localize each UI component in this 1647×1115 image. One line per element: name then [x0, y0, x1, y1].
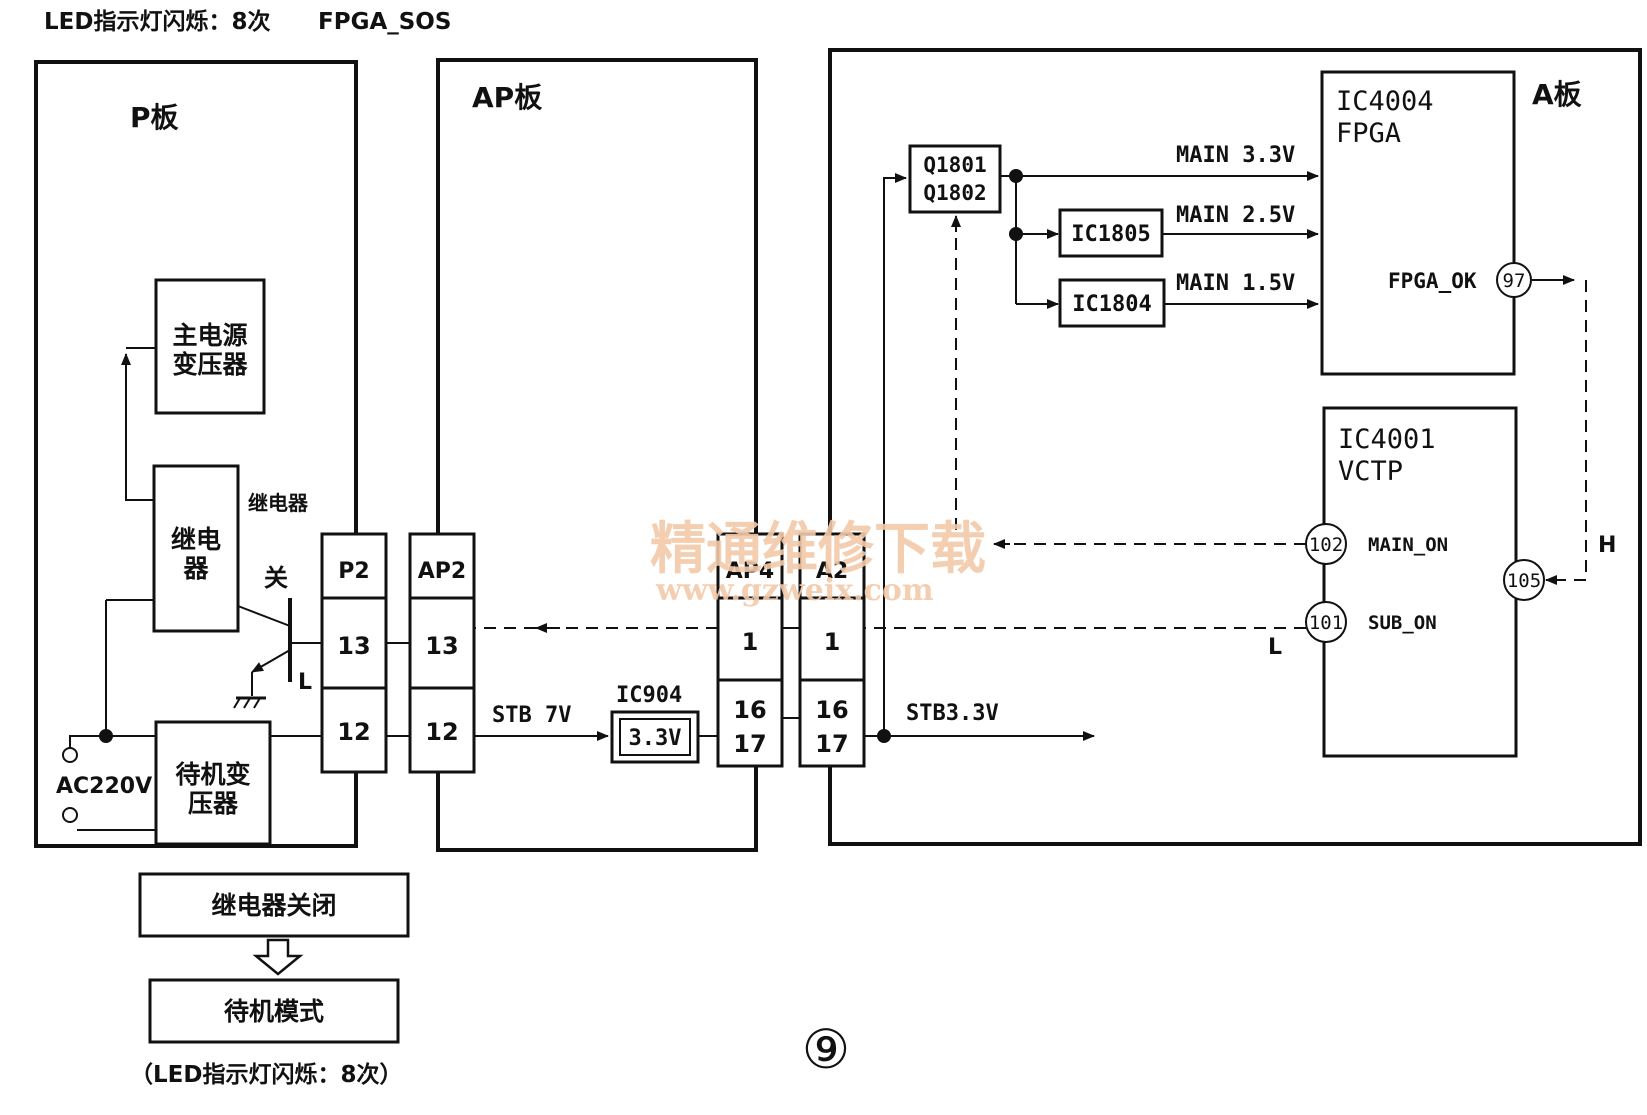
- main25-label: MAIN 2.5V: [1176, 203, 1295, 228]
- pin-105-circle: [1503, 559, 1545, 601]
- ic904-value: 3.3V: [629, 726, 682, 751]
- header-fpga-sos: FPGA_SOS: [318, 9, 451, 35]
- standby-transformer-label-1: 待机变: [175, 760, 250, 789]
- flow-step-standby-box: [148, 978, 400, 1044]
- ic1804-box: [1058, 278, 1166, 328]
- ap2-pin-12: 12: [425, 718, 458, 746]
- main-on-dashed-path: [951, 215, 1306, 549]
- watermark-url: www.gzweix.com: [655, 573, 934, 608]
- a2-pin-17: 17: [815, 730, 848, 758]
- p2-pin-12: 12: [337, 718, 370, 746]
- pin-105-label: 105: [1507, 570, 1541, 592]
- ic904-label: IC904: [616, 683, 682, 708]
- ac-line-top: [69, 735, 156, 748]
- ac-junction-dot: [99, 729, 113, 743]
- ic1805-box: [1058, 208, 1164, 258]
- main-transformer-label-1: 主电源: [172, 321, 247, 350]
- ac-terminal-top: [62, 747, 78, 763]
- ic4001-vctp-box: [1322, 406, 1518, 758]
- flow-step-relay-off: 继电器关闭: [211, 891, 336, 920]
- ap4-connector: [716, 532, 784, 768]
- transistor-collector: [237, 605, 291, 627]
- p-board-label: P板: [130, 101, 179, 134]
- q1801-label: Q1801: [923, 153, 986, 177]
- a2-name: A2: [816, 559, 848, 584]
- fpga-ok-label: FPGA_OK: [1388, 269, 1477, 293]
- relay-box: [152, 464, 240, 633]
- main-transformer-label-2: 变压器: [172, 350, 248, 379]
- ap-board-frame: [436, 58, 758, 852]
- p2-connector: [320, 532, 388, 774]
- watermark-chinese: 精通维修下载: [650, 516, 986, 582]
- ic1805-label: IC1805: [1071, 222, 1150, 247]
- ic4001-label: IC4001: [1338, 424, 1436, 455]
- fpga-ok-dashed-loop: [1532, 275, 1587, 585]
- stb33-to-q1801-wire: [883, 173, 907, 736]
- standby-transformer-label-2: 压器: [188, 789, 239, 818]
- ic904-outer: [610, 710, 700, 764]
- ap2-name: AP2: [418, 559, 466, 584]
- pin-97-label: 97: [1503, 270, 1526, 292]
- relay-box-label-2: 器: [182, 554, 209, 583]
- ap2-pin-13: 13: [425, 632, 458, 660]
- flow-hollow-arrow: [252, 938, 304, 976]
- pin-102-label: 102: [1309, 534, 1343, 556]
- figure-number: ⑨: [802, 1018, 850, 1081]
- q1802-label: Q1802: [923, 181, 986, 205]
- q1801-q1802-box: [908, 144, 1002, 214]
- level-l-label: L: [1268, 635, 1282, 660]
- a2-pin-16: 16: [815, 696, 848, 724]
- main-on-label: MAIN_ON: [1368, 534, 1448, 556]
- a-board-frame: [828, 48, 1642, 846]
- ground-hatch-3: [253, 697, 261, 709]
- transistor-emitter: [251, 649, 291, 673]
- ap4-pin-1: 1: [742, 628, 759, 656]
- header-led-blink: LED指示灯闪烁：8次: [44, 8, 270, 35]
- a2-pin-1: 1: [824, 628, 841, 656]
- ic1804-label: IC1804: [1072, 292, 1151, 317]
- ic4004-label: IC4004: [1336, 86, 1434, 117]
- main33-label: MAIN 3.3V: [1176, 143, 1295, 168]
- pin-101-label: 101: [1309, 612, 1343, 634]
- ground-hatch-2: [243, 697, 251, 709]
- ap4-name: AP4: [726, 559, 774, 584]
- fpga-label: FPGA: [1336, 118, 1401, 149]
- ac-input-label: AC220V: [56, 774, 152, 799]
- p-board-frame: [34, 60, 358, 848]
- ap4-pin-17: 17: [733, 730, 766, 758]
- ap4-pin-16: 16: [733, 696, 766, 724]
- ap-board-label: AP板: [472, 81, 542, 114]
- pin-101-circle: [1305, 601, 1347, 643]
- relay-side-label: 继电器: [248, 491, 309, 515]
- a-board-label: A板: [1532, 78, 1582, 111]
- switch-label: 关: [264, 564, 288, 592]
- vctp-label: VCTP: [1338, 456, 1403, 487]
- flow-step-standby: 待机模式: [224, 997, 324, 1026]
- ic4004-fpga-box: [1320, 70, 1516, 376]
- a2-connector: [798, 532, 866, 768]
- ap2-connector: [408, 532, 476, 774]
- p2-name: P2: [338, 559, 369, 584]
- ac-terminal-bottom: [62, 807, 78, 823]
- stb7v-label: STB 7V: [492, 703, 571, 728]
- flow-note: （LED指示灯闪烁：8次）: [130, 1061, 402, 1088]
- ic904-inner: [619, 718, 691, 756]
- sub-on-label: SUB_ON: [1368, 612, 1437, 634]
- main15-label: MAIN 1.5V: [1176, 271, 1295, 296]
- stb33-label: STB3.3V: [906, 701, 999, 726]
- relay-box-label-1: 继电: [171, 525, 221, 554]
- relay-to-main-transformer-wire: [121, 353, 154, 501]
- pin-97-circle: [1496, 262, 1532, 298]
- level-h-label: H: [1598, 533, 1616, 558]
- standby-transformer-box: [154, 720, 272, 846]
- ground-hatch-1: [233, 697, 241, 709]
- p2-pin-13: 13: [337, 632, 370, 660]
- main-transformer-box: [154, 278, 266, 415]
- flow-step-relay-off-box: [138, 872, 410, 938]
- switch-level-low: L: [298, 670, 312, 695]
